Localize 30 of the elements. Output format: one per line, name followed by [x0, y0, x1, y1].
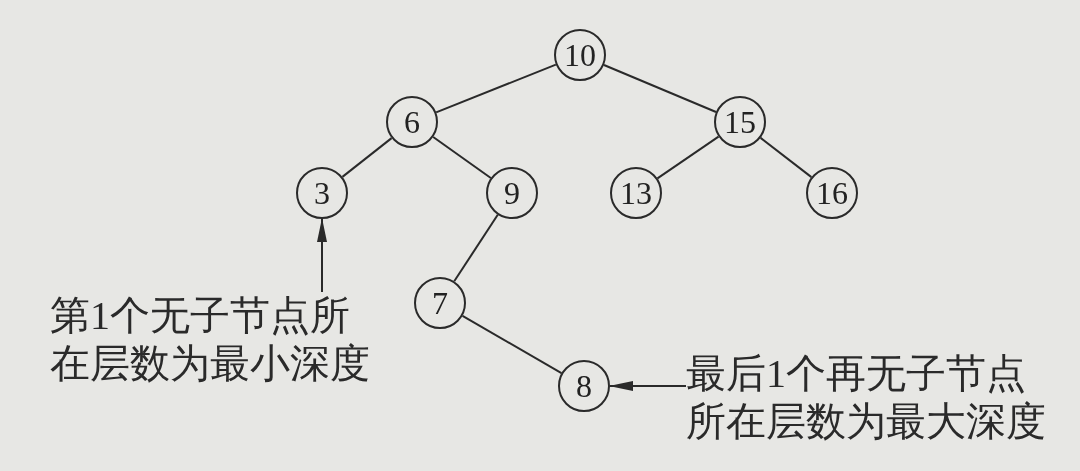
tree-edge [435, 63, 557, 114]
tree-node [296, 167, 348, 219]
tree-edge [759, 136, 813, 179]
tree-node [414, 277, 466, 329]
arrow [609, 381, 687, 391]
tree-edge [603, 64, 717, 113]
node-value: 3 [314, 177, 330, 209]
node-value: 10 [564, 39, 596, 71]
tree-node [610, 167, 662, 219]
node-value: 15 [724, 106, 756, 138]
tree-node [386, 96, 438, 148]
tree-edge [432, 136, 492, 179]
tree-node [806, 167, 858, 219]
node-value: 7 [432, 287, 448, 319]
tree-node [554, 29, 606, 81]
tree-node [486, 167, 538, 219]
node-value: 8 [576, 370, 592, 402]
node-value: 6 [404, 106, 420, 138]
tree-edge [656, 135, 720, 180]
node-value: 13 [620, 177, 652, 209]
tree-edge [453, 213, 499, 283]
arrow [317, 218, 327, 293]
node-value: 16 [816, 177, 848, 209]
annotation-text: 第1个无子节点所在层数为最小深度 [50, 292, 378, 388]
tree-node [714, 96, 766, 148]
tree-edge [341, 137, 393, 178]
node-value: 9 [504, 177, 520, 209]
tree-node [558, 360, 610, 412]
annotation-text: 最后1个再无子节点所在层数为最大深度 [686, 350, 1054, 446]
tree-edge [461, 315, 563, 374]
